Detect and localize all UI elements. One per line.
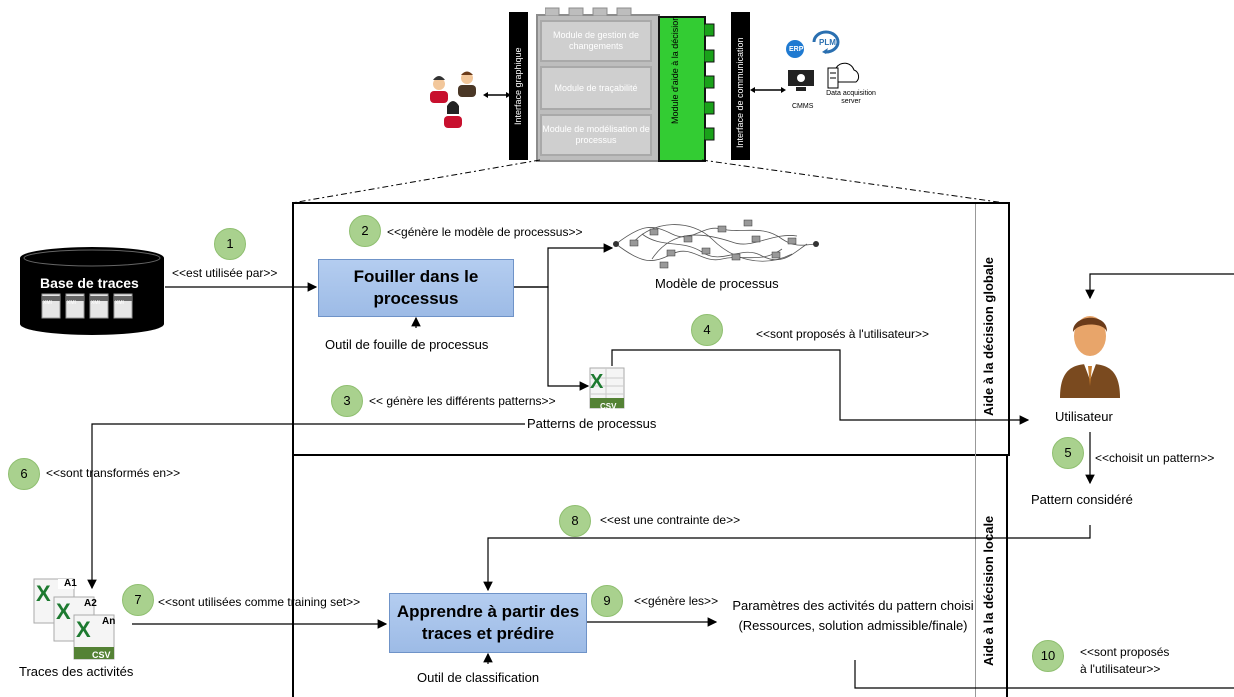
section-divider-line bbox=[975, 204, 976, 697]
user-icon bbox=[1060, 316, 1120, 398]
svg-text:X: X bbox=[590, 371, 604, 393]
communication-interface-bar bbox=[731, 12, 750, 160]
process-mining-tool-label: Outil de fouille de processus bbox=[325, 337, 489, 352]
db-file-tag-2: XMI bbox=[67, 300, 76, 306]
modules-notches bbox=[545, 7, 632, 16]
csv-patterns-tag: CSV bbox=[600, 402, 617, 411]
users-group-icon bbox=[430, 71, 476, 128]
step-9-label: <<génère les>> bbox=[634, 594, 719, 608]
step-10-badge: 10 bbox=[1032, 640, 1064, 672]
local-frame-left bbox=[292, 456, 294, 697]
learn-predict-label: Apprendre à partir des traces et prédire bbox=[396, 602, 580, 643]
module-modeling: Module de modélisation de processus bbox=[540, 114, 652, 156]
process-model-graph bbox=[613, 219, 819, 269]
db-file-tag-1: XMI bbox=[43, 300, 52, 306]
trace-a1-label: A1 bbox=[64, 578, 77, 589]
step-10-label-line2: à l'utilisateur>> bbox=[1080, 662, 1161, 676]
zoom-lines bbox=[291, 159, 1006, 204]
process-model-label: Modèle de processus bbox=[655, 276, 779, 291]
mine-process-label: Fouiller dans le processus bbox=[353, 267, 479, 308]
decision-module bbox=[658, 16, 706, 162]
step-4-label: <<sont proposés à l'utilisateur>> bbox=[756, 327, 930, 341]
activity-traces-label: Traces des activités bbox=[19, 664, 134, 679]
frame-divider bbox=[292, 454, 1008, 456]
trace-database-icon bbox=[20, 247, 164, 335]
csv-patterns-icon: X bbox=[589, 367, 625, 409]
step-3-badge: 3 bbox=[331, 385, 363, 417]
trace-an-label: An bbox=[102, 616, 116, 627]
step-1-label: <<est utilisée par>> bbox=[172, 266, 278, 280]
db-file-tag-4: XMI bbox=[115, 300, 124, 306]
step-6-badge: 6 bbox=[8, 458, 40, 490]
data-server-label: Data acquisition server bbox=[826, 90, 876, 105]
global-frame bbox=[292, 202, 1010, 456]
step-8-label: <<est une contrainte de>> bbox=[600, 513, 741, 527]
learn-predict-box: Apprendre à partir des traces et prédire bbox=[389, 593, 587, 653]
cmms-label: CMMS bbox=[792, 103, 814, 110]
svg-text:X: X bbox=[76, 617, 91, 642]
arrow-interface-systems bbox=[750, 87, 786, 93]
svg-text:X: X bbox=[36, 581, 51, 606]
module-traceability: Module de traçabilité bbox=[540, 66, 652, 110]
plm-label: PLM bbox=[819, 38, 836, 47]
step-9-badge: 9 bbox=[591, 585, 623, 617]
user-label: Utilisateur bbox=[1055, 409, 1113, 424]
data-server-icon bbox=[827, 62, 860, 89]
db-file-tag-3: XMI bbox=[91, 300, 100, 306]
erp-icon bbox=[786, 40, 804, 58]
step-2-badge: 2 bbox=[349, 215, 381, 247]
step-1-badge: 1 bbox=[214, 228, 246, 260]
plm-icon bbox=[812, 30, 840, 54]
decision-module-connectors bbox=[704, 23, 715, 141]
mine-process-box: Fouiller dans le processus bbox=[318, 259, 514, 317]
classification-tool-label: Outil de classification bbox=[417, 670, 540, 685]
step-5-label: <<choisit un pattern>> bbox=[1095, 451, 1215, 465]
step-6-label: <<sont transformés en>> bbox=[46, 466, 181, 480]
svg-text:X: X bbox=[56, 599, 71, 624]
local-frame-right bbox=[1006, 456, 1008, 697]
step-4-badge: 4 bbox=[691, 314, 723, 346]
arrow-users-interface bbox=[483, 92, 511, 98]
step-10-label-line1: <<sont proposés bbox=[1080, 645, 1170, 659]
step-2-label: <<génère le modèle de processus>> bbox=[387, 225, 583, 239]
trace-database-label: Base de traces bbox=[40, 275, 139, 291]
step-3-label: << génère les différents patterns>> bbox=[369, 394, 556, 408]
erp-label: ERP bbox=[789, 46, 804, 53]
graphic-interface-bar bbox=[509, 12, 528, 160]
trace-csv-tag: CSV bbox=[92, 650, 111, 660]
chosen-pattern-label: Pattern considéré bbox=[1031, 492, 1133, 507]
process-patterns-label: Patterns de processus bbox=[527, 416, 657, 431]
activity-traces-icon: X X X bbox=[33, 578, 115, 660]
step-8-badge: 8 bbox=[559, 505, 591, 537]
cmms-icon bbox=[788, 70, 814, 91]
step-5-badge: 5 bbox=[1052, 437, 1084, 469]
step-7-badge: 7 bbox=[122, 584, 154, 616]
step-7-label: <<sont utilisées comme training set>> bbox=[158, 595, 361, 609]
module-changes: Module de gestion de changements bbox=[540, 20, 652, 62]
pattern-parameters-label: Paramètres des activités du pattern choi… bbox=[732, 598, 974, 633]
trace-a2-label: A2 bbox=[84, 598, 97, 609]
